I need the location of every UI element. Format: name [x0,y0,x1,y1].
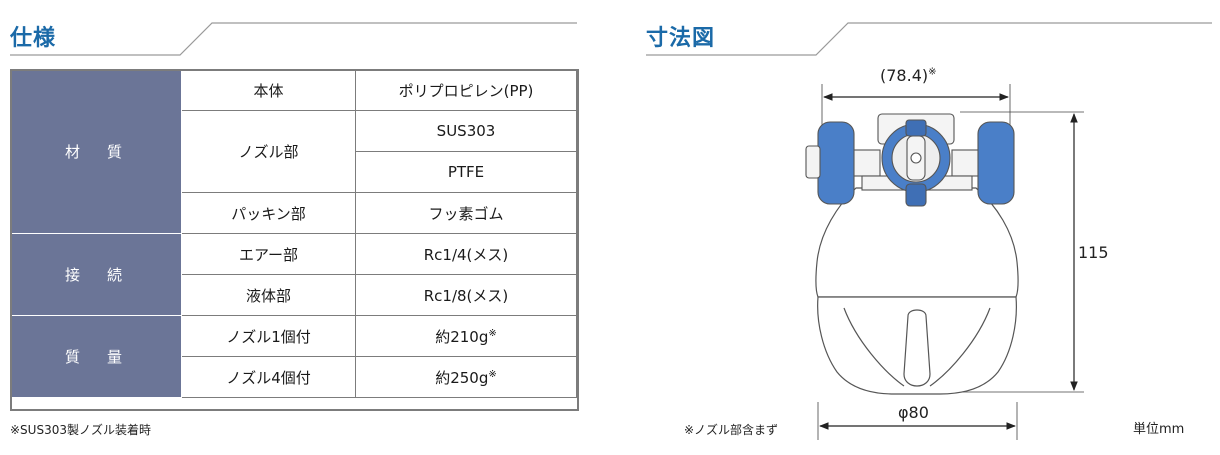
category-weight: 質 量 [10,315,182,398]
table-row: 材 質 本体 ポリプロピレン(PP) [10,69,577,234]
diameter-dimension-label: φ80 [898,403,929,422]
table-row: 接 続 エアー部 Rc1/4(メス) [10,233,577,316]
table-row: ノズル4個付 約250g※ [11,356,577,398]
category-connection: 接 続 [10,233,182,316]
extension-lines [817,84,1084,440]
note-mark: ※ [488,327,497,339]
dimensions-footnote: ※ノズル部含まず [684,423,779,437]
nozzle-head-icon [805,113,1015,207]
dimensions-heading: 寸法図 [646,26,716,51]
category-material: 材 質 [10,69,182,234]
spec-footnote: ※SUS303製ノズル装着時 [10,423,151,437]
note-mark: ※ [488,368,497,380]
dimensions-heading-rule [646,22,1212,56]
table-row: 質 量 ノズル1個付 約210g※ [10,315,577,398]
value-cell: ポリプロピレン(PP) [355,69,577,111]
spec-table: 材 質 本体 ポリプロピレン(PP) ノズル部 SUS303 PTFE パッキン… [10,69,577,398]
table-row: ノズル部 SUS303 [11,110,577,193]
height-dimension-label: 115 [1078,243,1109,262]
width-note-mark: ※ [928,66,937,78]
spec-heading-rule [10,22,577,56]
part-cell: ノズル部 [181,110,356,193]
width-dimension-label: (78.4)※ [880,66,937,85]
table-row: パッキン部 フッ素ゴム [11,192,577,234]
value-text: 約210g [435,327,489,346]
value-cell: Rc1/4(メス) [355,233,577,275]
dimension-lines [819,93,1078,430]
spec-heading: 仕様 [10,26,57,51]
value-cell: 約210g※ [355,315,577,357]
bottle-body-icon [815,187,1019,395]
value-text: 約250g [435,368,489,387]
part-cell: ノズル4個付 [181,356,356,398]
part-cell: パッキン部 [181,192,356,234]
width-dimension-value: (78.4) [880,66,929,85]
value-cell: 約250g※ [355,356,577,398]
unit-label: 単位mm [1133,422,1185,437]
value-cell: フッ素ゴム [355,192,577,234]
value-cell: SUS303 [355,110,577,152]
